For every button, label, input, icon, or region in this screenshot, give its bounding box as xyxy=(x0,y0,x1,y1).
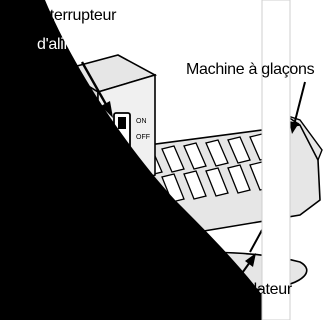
vertical-white-strip xyxy=(262,0,290,320)
icemaker-callout-arrow xyxy=(294,82,305,125)
power-switch-label-line1: Interrupteur xyxy=(37,6,116,25)
icemaker-label: Machine à glaçons xyxy=(186,60,314,79)
switch-on-label: ON xyxy=(136,118,147,126)
switch-off-label: OFF xyxy=(136,134,150,142)
power-switch-rocker xyxy=(118,117,126,129)
power-switch-label-line2: d'alimentation xyxy=(37,35,131,54)
feeler-arm-rod xyxy=(250,230,262,252)
feeler-arm-label: Bras régulateur xyxy=(187,280,292,299)
